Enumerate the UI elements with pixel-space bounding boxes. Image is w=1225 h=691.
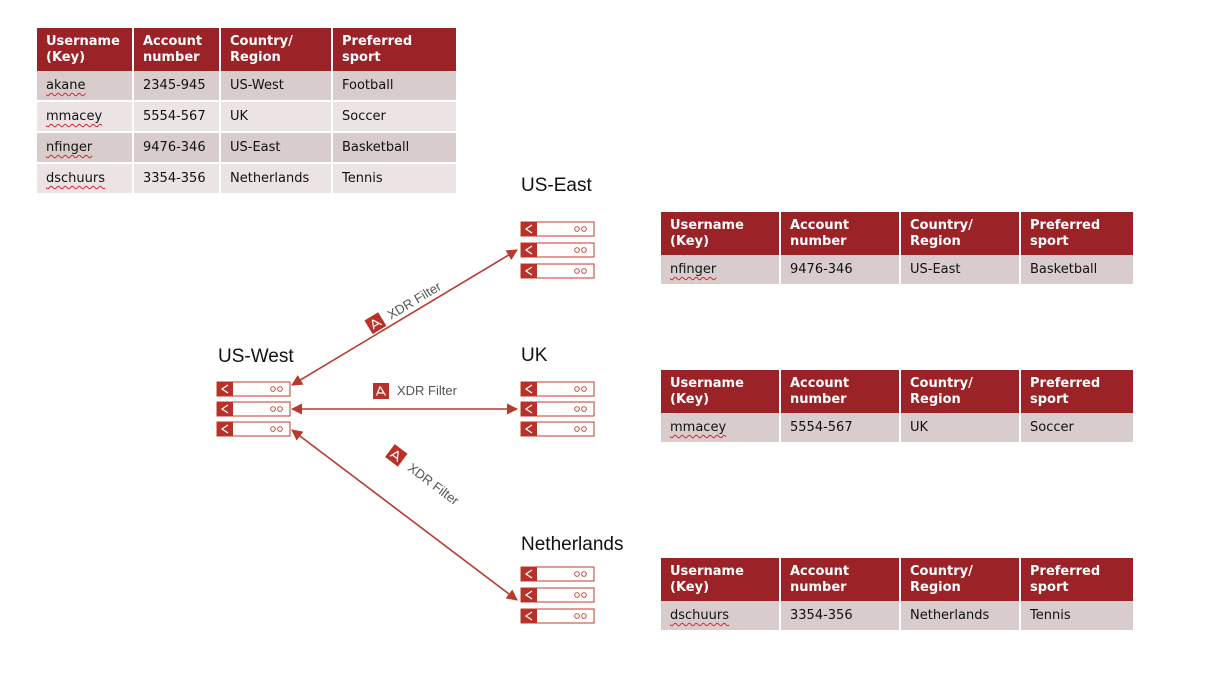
- cell-sport: Basketball: [332, 132, 456, 164]
- cell-username: akane: [37, 71, 134, 102]
- header-country: Country/Region: [900, 212, 1021, 255]
- server-stack-us-west: [216, 381, 291, 437]
- cell-account: 3354-356: [780, 601, 901, 632]
- server-stack-uk: [520, 381, 595, 437]
- cell-username: nfinger: [661, 255, 781, 286]
- cell-account: 9476-346: [133, 132, 221, 164]
- cell-sport: Tennis: [1020, 601, 1133, 632]
- cell-account: 2345-945: [133, 71, 221, 102]
- table-row: dschuurs 3354-356 Netherlands Tennis: [661, 601, 1133, 632]
- svg-text:XDR Filter: XDR Filter: [405, 460, 462, 508]
- cell-account: 5554-567: [780, 413, 901, 444]
- region-label-uk: UK: [521, 345, 548, 366]
- header-country: Country/Region: [220, 28, 333, 71]
- cell-country: UK: [220, 101, 333, 133]
- xdr-filter-label-netherlands: XDR Filter: [384, 443, 462, 508]
- arrow-us-west-to-us-east: [291, 249, 518, 386]
- table-row: nfinger 9476-346 US-East Basketball: [661, 255, 1133, 286]
- svg-text:XDR Filter: XDR Filter: [397, 383, 458, 398]
- table-row: akane 2345-945 US-West Football: [37, 71, 456, 102]
- cell-country: US-West: [220, 71, 333, 102]
- table-row: mmacey 5554-567 UK Soccer: [661, 413, 1133, 444]
- header-country: Country/Region: [900, 558, 1021, 601]
- region-label-netherlands: Netherlands: [521, 534, 624, 555]
- cell-country: Netherlands: [900, 601, 1021, 632]
- region-label-us-east: US-East: [521, 175, 592, 196]
- cell-country: Netherlands: [220, 163, 333, 195]
- xdr-filter-label-us-east: XDR Filter: [363, 278, 445, 335]
- header-username: Username(Key): [661, 370, 781, 413]
- cell-sport: Basketball: [1020, 255, 1133, 286]
- cell-username: dschuurs: [661, 601, 781, 632]
- header-username: Username(Key): [661, 558, 781, 601]
- cell-account: 5554-567: [133, 101, 221, 133]
- cell-sport: Soccer: [1020, 413, 1133, 444]
- header-username: Username(Key): [37, 28, 134, 71]
- filter-icon: [384, 443, 409, 468]
- server-stack-us-east: [520, 221, 595, 279]
- cell-country: US-East: [220, 132, 333, 164]
- cell-username: nfinger: [37, 132, 134, 164]
- header-username: Username(Key): [661, 212, 781, 255]
- cell-country: UK: [900, 413, 1021, 444]
- cell-account: 9476-346: [780, 255, 901, 286]
- cell-country: US-East: [900, 255, 1021, 286]
- server-stack-netherlands: [520, 566, 595, 624]
- cell-username: dschuurs: [37, 163, 134, 195]
- filter-icon: [372, 382, 390, 400]
- cell-username: mmacey: [661, 413, 781, 444]
- svg-text:XDR Filter: XDR Filter: [385, 278, 445, 322]
- cell-account: 3354-356: [133, 163, 221, 195]
- table-row: nfinger 9476-346 US-East Basketball: [37, 132, 456, 164]
- cell-sport: Soccer: [332, 101, 456, 133]
- xdr-filter-label-uk: XDR Filter: [372, 382, 458, 400]
- header-country: Country/Region: [900, 370, 1021, 413]
- region-label-us-west: US-West: [218, 346, 294, 367]
- cell-sport: Football: [332, 71, 456, 102]
- table-row: mmacey 5554-567 UK Soccer: [37, 101, 456, 133]
- cell-sport: Tennis: [332, 163, 456, 195]
- cell-username: mmacey: [37, 101, 134, 133]
- arrow-us-west-to-netherlands: [291, 429, 518, 601]
- table-row: dschuurs 3354-356 Netherlands Tennis: [37, 163, 456, 195]
